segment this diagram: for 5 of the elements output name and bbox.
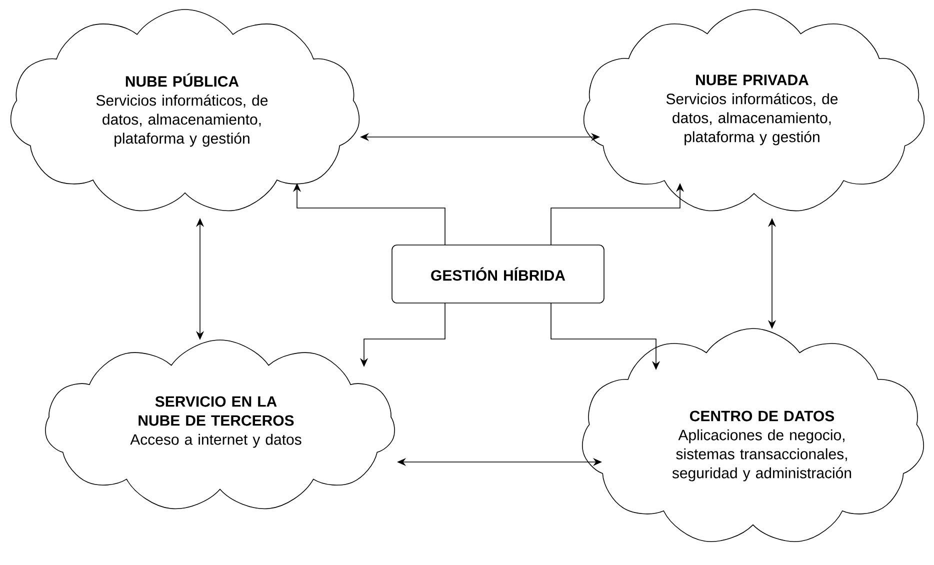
process-box: GESTIÓN HÍBRIDA <box>392 244 604 304</box>
cloud-label: SERVICIO EN LA NUBE DE TERCEROS Acceso a internet y datos <box>130 396 302 448</box>
cloud-label: CENTRO DE DATOS Aplicaciones de negocio, sistemas transaccionales, seguridad y administración <box>672 410 852 482</box>
cloud-label: NUBE PÚBLICA Servicios informáticos, de datos, almacenamiento, plataforma y gestión <box>96 73 268 147</box>
cloud-label: NUBE PRIVADA Servicios informáticos, de datos, almacenamiento, plataforma y gestión <box>666 74 838 146</box>
